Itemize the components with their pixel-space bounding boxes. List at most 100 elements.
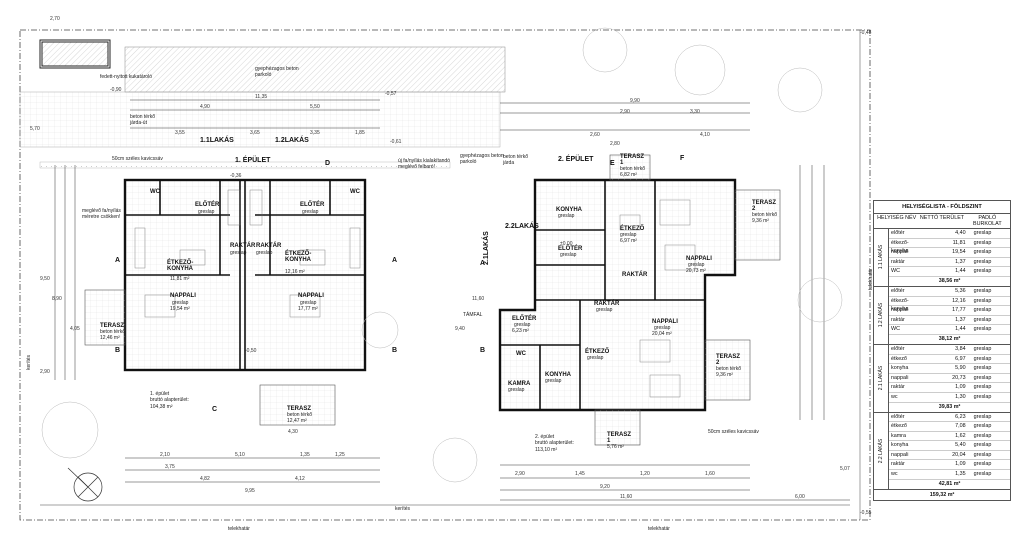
- dim-l2: 9,50: [40, 276, 50, 282]
- dim-top3: 5,50: [310, 104, 320, 110]
- svg-text:beton térkő: beton térkő: [100, 329, 125, 335]
- terrace-2-1: [609, 154, 651, 181]
- room-konyha-2-1: KONYHA greslap: [556, 207, 583, 219]
- svg-text:9,36 m²: 9,36 m²: [716, 372, 733, 378]
- terrace-2-3: [704, 339, 751, 401]
- dim-b11: 1,20: [640, 471, 650, 477]
- svg-text:greslap: greslap: [558, 213, 575, 219]
- svg-text:ELŐTÉR: ELŐTÉR: [512, 314, 537, 322]
- svg-text:TERASZ: TERASZ: [100, 323, 124, 329]
- fence-label: kerítés: [395, 506, 411, 512]
- svg-text:ÉTKEZŐ: ÉTKEZŐ: [585, 347, 610, 355]
- section-marks: A A B B C D E F A B: [115, 155, 685, 413]
- terrace-1-2: [259, 384, 336, 426]
- svg-text:ÉTKEZŐ-KONYHA: ÉTKEZŐ-KONYHA: [167, 258, 194, 272]
- section-mark-a2: A: [480, 260, 485, 267]
- svg-text:17,77 m²: 17,77 m²: [298, 306, 318, 312]
- dim-b1: 2,10: [160, 452, 170, 458]
- room-group-label-text: 1.2 LAKÁS: [878, 303, 884, 328]
- dim-b10: 1,45: [575, 471, 585, 477]
- svg-text:11,81 m²: 11,81 m²: [170, 276, 190, 282]
- header-floor: PADLÓ BURKOLAT: [972, 215, 1002, 227]
- parking-area: [124, 46, 506, 93]
- dim-b13: 9,20: [600, 484, 610, 490]
- dim-small1: 2,70: [50, 16, 60, 22]
- room-schedule-header: HELYISÉG NÉV NETTÓ TERÜLET PADLÓ BURKOLA…: [874, 214, 1010, 229]
- table-cell: greslap: [973, 423, 992, 430]
- room-raktar-2-1: RAKTÁR: [622, 271, 648, 278]
- building-1-gross-area: 104,38 m²: [150, 404, 173, 410]
- apartment-2-1-title: 2.1LAKÁS: [481, 231, 490, 265]
- room-nappali-2-1: NAPPALI greslap 20,73 m²: [686, 256, 712, 274]
- svg-text:ELŐTÉR: ELŐTÉR: [300, 200, 325, 208]
- table-cell: 7,08: [955, 423, 966, 430]
- svg-text:greslap: greslap: [256, 250, 273, 256]
- room-terasz-1: TERASZ beton térkő 12,46 m²: [100, 323, 125, 341]
- table-cell: greslap: [973, 355, 992, 362]
- walkway: [19, 91, 501, 148]
- svg-text:ELŐTÉR: ELŐTÉR: [195, 200, 220, 208]
- dim-b12: 1,60: [705, 471, 715, 477]
- table-cell: 1,37: [955, 316, 966, 323]
- table-cell: greslap: [973, 461, 992, 468]
- building-2-gross-area: 113,10 m²: [535, 447, 557, 453]
- dim-l5: 11,60: [472, 296, 484, 302]
- svg-text:greslap: greslap: [172, 300, 189, 306]
- table-cell: kamra: [891, 432, 906, 439]
- building-1: [123, 178, 367, 372]
- table-cell: konyha: [891, 365, 909, 372]
- dimension-lines-right: [799, 165, 825, 420]
- level-3: -0,61: [390, 139, 402, 145]
- table-cell: 11,81: [952, 239, 966, 246]
- table-cell: greslap: [973, 393, 992, 400]
- table-cell: 5,90: [955, 365, 966, 372]
- svg-text:WC: WC: [516, 351, 527, 357]
- svg-text:KONYHA: KONYHA: [556, 207, 583, 213]
- table-cell: étkező- konyha: [891, 297, 909, 313]
- svg-text:greslap: greslap: [654, 325, 671, 331]
- room-terasz-2: TERASZ beton térkő 12,47 m²: [287, 406, 312, 424]
- dim-top2: 4,90: [200, 104, 210, 110]
- dim-b6: 4,82: [200, 476, 210, 482]
- svg-text:greslap: greslap: [508, 387, 525, 393]
- building-2: [498, 178, 737, 412]
- dim-top11: 4,10: [700, 132, 710, 138]
- dim-top10: 3,30: [690, 109, 700, 115]
- room-group-label: 1.2 LAKÁS: [874, 286, 889, 344]
- table-cell: greslap: [973, 230, 992, 236]
- room-wc-2-2: WC: [516, 351, 527, 357]
- svg-text:RAKTÁR: RAKTÁR: [256, 242, 282, 249]
- svg-text:greslap: greslap: [230, 250, 247, 256]
- svg-text:6,23 m²: 6,23 m²: [512, 328, 529, 334]
- svg-text:greslap: greslap: [302, 209, 319, 215]
- level-1: -0,90: [110, 87, 122, 93]
- room-wc-1: WC: [150, 189, 161, 195]
- trees: [41, 27, 843, 483]
- table-cell: 6,97: [955, 355, 966, 362]
- table-cell: előtér: [891, 287, 905, 294]
- waste-label: fedett-nyitott kukatároló: [100, 74, 152, 80]
- svg-text:NAPPALI: NAPPALI: [652, 319, 678, 325]
- svg-text:19,54 m²: 19,54 m²: [170, 306, 190, 312]
- table-cell: raktár: [891, 258, 905, 265]
- border-label-3: telekhatár: [868, 268, 874, 290]
- dim-top4: 3,55: [175, 130, 185, 136]
- terrace-2-2: [734, 189, 781, 261]
- room-eloter-1: ELŐTÉR greslap: [195, 200, 220, 215]
- retaining-wall-label: TÁMFAL: [463, 311, 483, 318]
- apartment-1-2-title: 1.2LAKÁS: [275, 135, 309, 144]
